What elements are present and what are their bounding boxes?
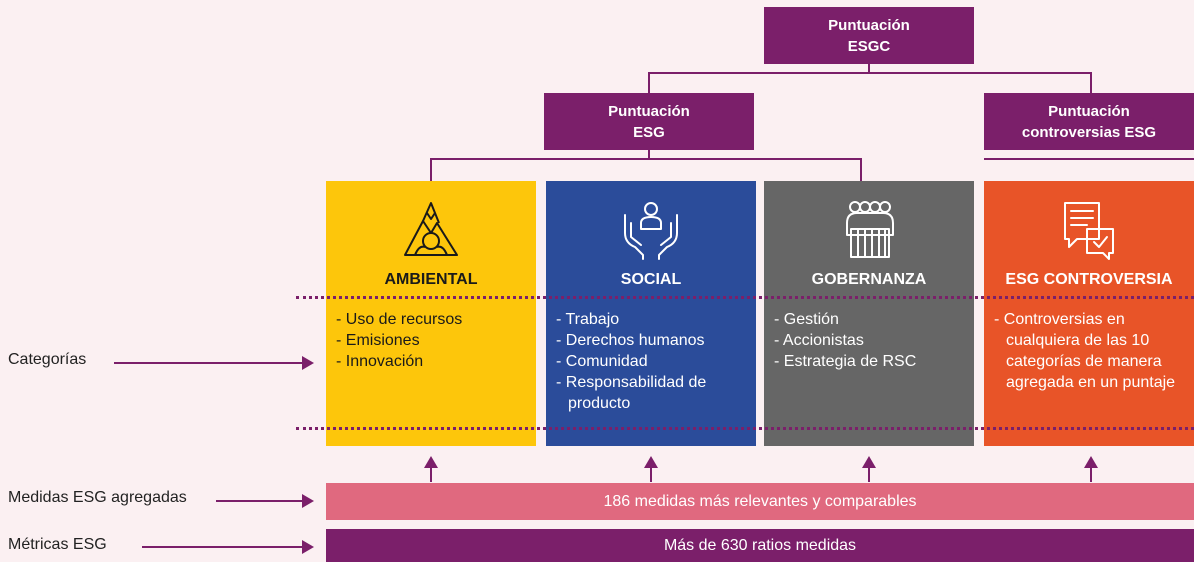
connector	[868, 64, 870, 74]
arrow-right-icon	[302, 494, 314, 508]
card-gobernanza: GOBERNANZA - Gestión - Accionistas - Est…	[764, 181, 974, 446]
bar-medidas: 186 medidas más relevantes y comparables	[326, 483, 1194, 520]
arrow	[868, 462, 870, 482]
score-esg-box: Puntuación ESG	[544, 93, 754, 150]
label-medidas: Medidas ESG agregadas	[8, 489, 187, 506]
card-gobernanza-title: GOBERNANZA	[811, 271, 927, 288]
connector	[648, 72, 650, 94]
dotted-divider-bottom	[296, 427, 1194, 430]
arrow-up-icon	[424, 456, 438, 468]
arrow	[430, 462, 432, 482]
list-item: - Accionistas	[774, 332, 864, 349]
list-item: - Trabajo	[556, 311, 620, 328]
connector	[984, 158, 1194, 160]
arrow-up-icon	[862, 456, 876, 468]
list-item: - Responsabilidad de producto	[556, 374, 707, 412]
list-item: - Gestión	[774, 311, 839, 328]
card-ambiental: AMBIENTAL - Uso de recursos - Emisiones …	[326, 181, 536, 446]
label-metricas: Métricas ESG	[8, 536, 107, 553]
arrow-right-icon	[302, 356, 314, 370]
arrow	[142, 546, 304, 548]
score-esgc-box: Puntuación ESGC	[764, 7, 974, 64]
list-item: - Estrategia de RSC	[774, 353, 917, 370]
connector	[648, 72, 1092, 74]
list-item: - Innovación	[336, 353, 424, 370]
score-controversias-line2: controversias ESG	[1021, 123, 1157, 141]
mountain-icon	[404, 202, 458, 256]
connector	[648, 150, 650, 160]
score-controversias-box: Puntuación controversias ESG	[984, 93, 1194, 150]
score-esgc-line1: Puntuación	[828, 16, 910, 34]
card-controversia-list: - Controversias en cualquiera de las 10 …	[994, 309, 1188, 393]
list-item: - Uso de recursos	[336, 311, 463, 328]
card-social: SOCIAL - Trabajo - Derechos humanos - Co…	[546, 181, 756, 446]
arrow	[1090, 462, 1092, 482]
list-item: - Controversias en cualquiera de las 10 …	[994, 311, 1176, 391]
connector	[1090, 72, 1092, 94]
arrow	[650, 462, 652, 482]
arrow	[216, 500, 304, 502]
list-item: - Emisiones	[336, 332, 420, 349]
card-social-list: - Trabajo - Derechos humanos - Comunidad…	[556, 309, 748, 414]
card-controversia: ESG CONTROVERSIA - Controversias en cual…	[984, 181, 1194, 446]
dotted-divider-top	[296, 296, 1194, 299]
connector	[430, 158, 862, 160]
arrow	[114, 362, 304, 364]
score-controversias-line1: Puntuación	[1048, 102, 1130, 120]
label-categorias: Categorías	[8, 351, 87, 368]
connector	[430, 158, 432, 181]
bar-metricas: Más de 630 ratios medidas	[326, 529, 1194, 562]
document-chat-icon	[1064, 202, 1114, 260]
group-people-icon	[846, 201, 894, 258]
hands-person-icon	[624, 202, 678, 260]
card-gobernanza-list: - Gestión - Accionistas - Estrategia de …	[774, 309, 966, 372]
arrow-up-icon	[644, 456, 658, 468]
arrow-right-icon	[302, 540, 314, 554]
connector	[860, 158, 862, 181]
list-item: - Comunidad	[556, 353, 648, 370]
card-controversia-title: ESG CONTROVERSIA	[1005, 271, 1173, 288]
score-esg-line1: Puntuación	[608, 102, 690, 120]
card-ambiental-title: AMBIENTAL	[384, 271, 478, 288]
card-social-title: SOCIAL	[620, 271, 682, 288]
arrow-up-icon	[1084, 456, 1098, 468]
score-esgc-line2: ESGC	[847, 37, 891, 55]
list-item: - Derechos humanos	[556, 332, 705, 349]
score-esg-line2: ESG	[633, 123, 665, 141]
card-ambiental-list: - Uso de recursos - Emisiones - Innovaci…	[336, 309, 528, 372]
